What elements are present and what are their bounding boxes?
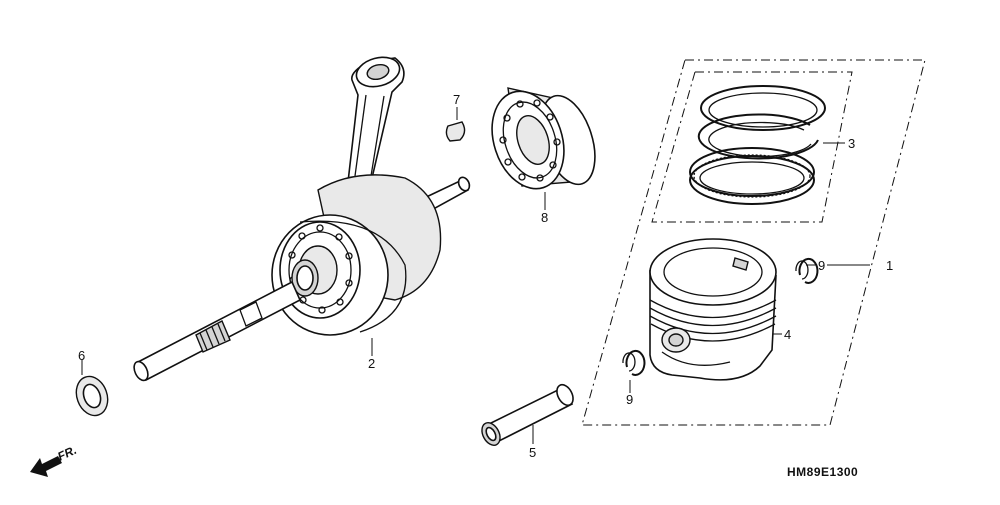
callout-8: 8 bbox=[541, 210, 548, 225]
callout-1: 1 bbox=[886, 258, 893, 273]
callout-9-upper: 9 bbox=[818, 258, 825, 273]
thrust-washer[interactable] bbox=[71, 372, 113, 420]
crankshaft-assembly[interactable] bbox=[131, 53, 471, 383]
crankshaft-bearing[interactable] bbox=[480, 82, 605, 198]
piston-ring-set[interactable] bbox=[651, 71, 853, 223]
callout-3: 3 bbox=[848, 136, 855, 151]
callout-7: 7 bbox=[453, 92, 460, 107]
callout-2: 2 bbox=[368, 356, 375, 371]
woodruff-key[interactable] bbox=[445, 121, 466, 142]
callout-labels: 1 2 3 4 5 6 7 8 9 9 bbox=[78, 92, 893, 460]
front-arrow-icon bbox=[30, 456, 62, 477]
piston[interactable] bbox=[649, 238, 777, 381]
front-direction-indicator: FR. bbox=[30, 443, 79, 477]
piston-pin[interactable] bbox=[478, 382, 576, 448]
front-label: FR. bbox=[55, 443, 78, 464]
callout-6: 6 bbox=[78, 348, 85, 363]
callout-4: 4 bbox=[784, 327, 791, 342]
piston-kit-group-outline bbox=[581, 59, 926, 426]
callout-5: 5 bbox=[529, 445, 536, 460]
piston-pin-clip-lower[interactable] bbox=[622, 349, 646, 376]
leader-lines bbox=[81, 107, 870, 444]
piston-pin-clip-upper[interactable] bbox=[795, 257, 819, 284]
callout-9-lower: 9 bbox=[626, 392, 633, 407]
diagram-code: HM89E1300 bbox=[787, 465, 858, 479]
